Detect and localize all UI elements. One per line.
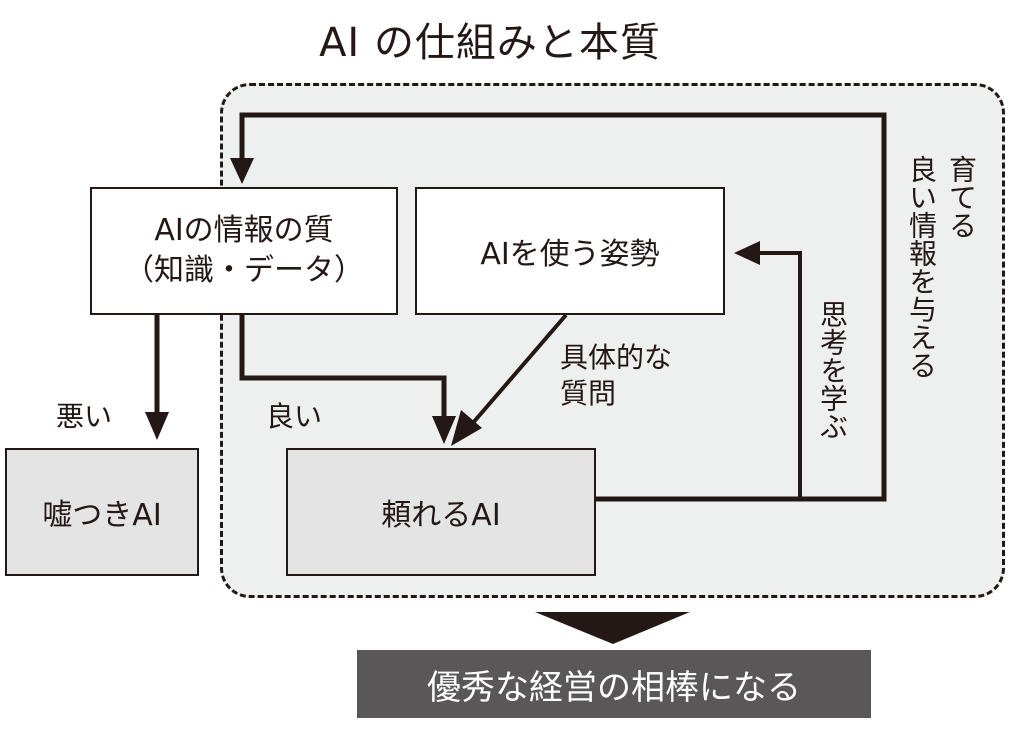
give-good-info-label: 良い情報を与える [905,155,938,379]
reliable-ai-node: 頼れるAI [286,448,596,576]
lying-ai-label: 嘘つきAI [42,498,162,533]
good-edge-label: 良い [266,400,323,433]
good-path-arrowhead [432,416,456,444]
specific-question-label: 具体的な 質問 [560,340,672,412]
info-quality-node: AIの情報の質 （知識・データ） [90,187,398,315]
good-path-line [239,315,447,418]
bad-edge-label: 悪い [56,400,113,433]
usage-attitude-label: AIを使う姿勢 [480,237,660,272]
result-node: 優秀な経営の相棒になる [357,650,871,718]
specific-question-line [470,313,568,426]
bad-path-arrowhead [145,412,169,440]
result-arrowhead [535,612,690,644]
info-quality-sublabel: （知識・データ） [124,253,364,288]
learn-thinking-line [758,251,802,499]
lying-ai-node: 嘘つきAI [5,448,199,576]
learn-thinking-label: 思考を学ぶ [816,300,849,440]
feedback-loop-line [239,112,887,502]
result-label: 優秀な経営の相棒になる [427,667,801,708]
learn-thinking-arrowhead [734,241,760,265]
specific-question-line1: 具体的な [560,341,673,374]
feedback-arrowhead [230,158,254,184]
reliable-ai-label: 頼れるAI [381,498,501,533]
usage-attitude-node: AIを使う姿勢 [415,187,725,315]
diagram-title: AI の仕組みと本質 [319,20,661,66]
specific-question-arrowhead [451,410,482,446]
info-quality-label: AIの情報の質 [154,213,334,248]
specific-question-line2: 質問 [560,377,617,410]
nurture-label: 育てる [945,155,978,239]
